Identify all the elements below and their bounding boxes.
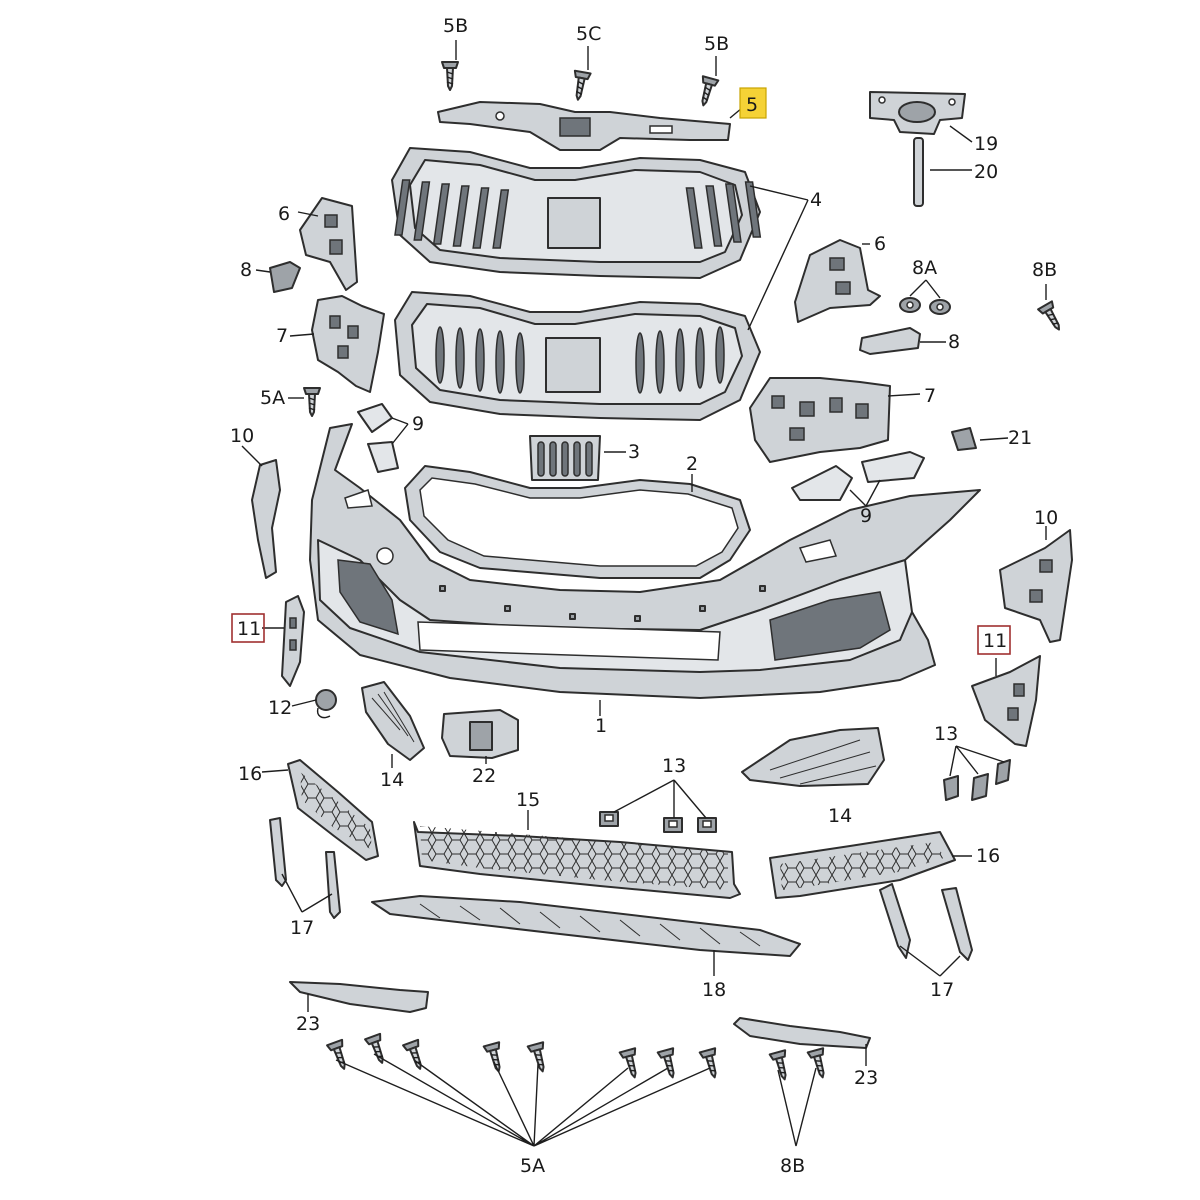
label-14-left: 14 [380,769,404,791]
label-16-right: 16 [976,845,1000,867]
label-7-left: 7 [276,325,288,347]
part-6-bracket-left [299,197,358,291]
label-11-right: 11 [983,630,1007,652]
part-18-lower-spoiler [371,895,801,957]
part-8-clip-left [269,261,301,293]
screw-5b-right [694,75,720,109]
label-17-left: 17 [290,917,314,939]
label-18: 18 [702,979,726,1001]
screw-5b-left [441,61,459,91]
label-14-right: 14 [828,805,852,827]
label-20: 20 [974,161,998,183]
label-21: 21 [1008,427,1032,449]
part-5-upper-carrier [437,101,731,151]
label-2: 2 [686,453,698,475]
label-22: 22 [472,765,496,787]
part-9-frame-left [357,403,399,473]
label-9-right: 9 [860,505,872,527]
part-16-grille-right [769,831,956,899]
label-8b-top: 8B [1032,259,1057,281]
box-11-right [977,625,1011,655]
part-16-grille-left [287,759,379,861]
label-8-left: 8 [240,259,252,281]
part-19-latch-bracket [869,91,966,135]
part-11-bracket-left [281,595,305,687]
label-3: 3 [628,441,640,463]
label-15: 15 [516,789,540,811]
part-13-clips-right [943,759,1011,801]
part-8a-clips [899,297,951,315]
screw-5c [568,69,592,103]
part-14-cover-left [361,681,425,761]
label-1: 1 [595,715,607,737]
label-23-left: 23 [296,1013,320,1035]
part-23-trim-left [289,981,429,1013]
part-8b-screw-top [1037,300,1067,335]
part-7-carrier-left [311,295,385,393]
part-4-grille-upper [391,147,762,279]
label-8b-bottom: 8B [780,1155,805,1177]
label-10-right: 10 [1034,507,1058,529]
label-13-right: 13 [934,723,958,745]
part-21-cover [951,427,977,451]
leader-lines [241,40,1047,1147]
part-11-bracket-right [971,655,1041,747]
box-11-left [231,613,265,643]
highlight-box-5 [739,87,767,119]
label-6-left: 6 [278,203,290,225]
part-12-tow-cap [315,689,337,719]
label-5b-left: 5B [443,15,468,37]
label-16-left: 16 [238,763,262,785]
label-5: 5 [746,94,758,116]
part-10-guide-left [251,459,281,579]
label-12: 12 [268,697,292,719]
part-labels: 5B 5C 5B 5 19 20 4 6 6 8A 8B 8 8 7 7 5A … [230,15,1058,1177]
label-8-right: 8 [948,331,960,353]
label-23-right: 23 [854,1067,878,1089]
part-13-clips-mid [599,811,717,833]
label-9-left: 9 [412,413,424,435]
screw-5a-left [303,387,321,417]
part-15-center-grille [413,821,741,899]
label-5a-bottom: 5A [520,1155,545,1177]
part-22-sensor-holder [441,709,519,759]
part-23-trim-right [733,1017,871,1049]
label-4: 4 [810,189,822,211]
part-14-cover-right [741,727,885,787]
part-4-grille-lower [394,291,761,421]
label-10-left: 10 [230,425,254,447]
part-6-bracket-right [794,239,881,323]
screws-8b-bottom [768,1047,832,1083]
label-5a-left: 5A [260,387,285,409]
part-2-grille-frame [404,465,751,579]
label-13-mid: 13 [662,755,686,777]
part-8-clip-right [859,327,921,355]
part-17-strips-right [879,883,973,961]
part-7-carrier-right [749,377,891,463]
label-11-left: 11 [237,618,261,640]
screws-5a-bottom [326,1032,724,1081]
part-3-insert [529,435,601,481]
part-10-guide-right [999,529,1073,643]
label-6-right: 6 [874,233,886,255]
part-17-strips-left [269,817,341,919]
label-19: 19 [974,133,998,155]
label-17-right: 17 [930,979,954,1001]
label-8a: 8A [912,257,937,279]
label-7-right: 7 [924,385,936,407]
part-20-pin [913,137,924,207]
part-9-frame-right [791,451,925,501]
part-1-bumper-cover [309,423,981,699]
label-5c: 5C [576,23,601,45]
label-5b-right: 5B [704,33,729,55]
